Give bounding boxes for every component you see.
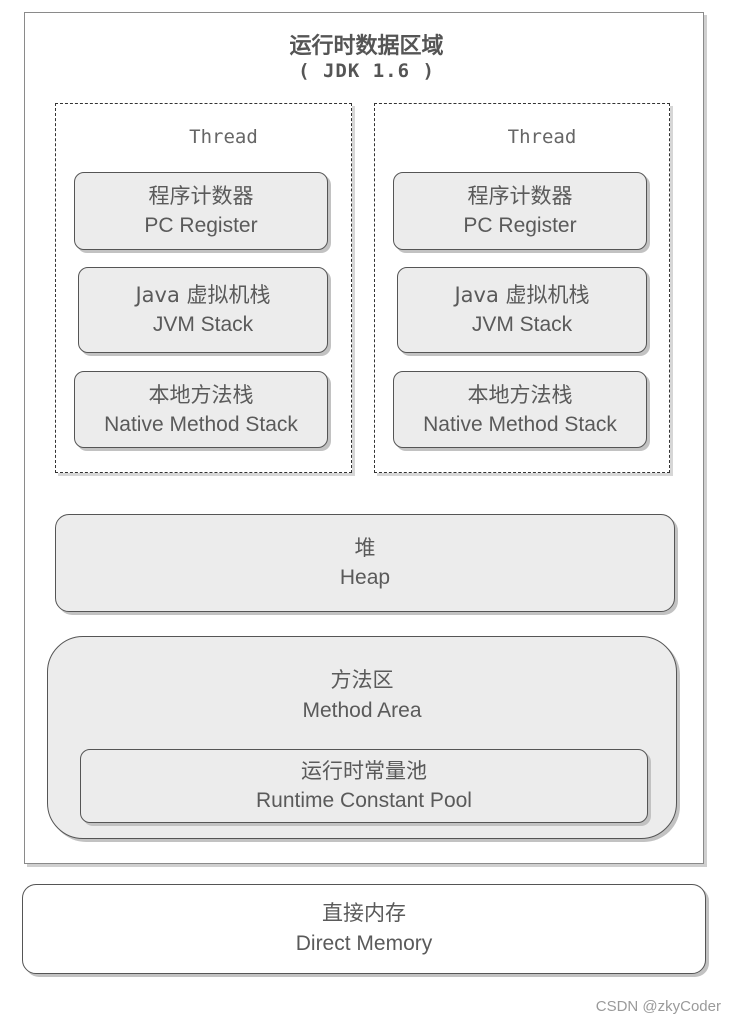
jvm-stack-zh-2: Java 虚拟机栈 — [454, 283, 590, 307]
diagram-subtitle: ( JDK 1.6 ) — [298, 60, 435, 82]
thread-label-1: Thread — [189, 126, 258, 148]
jvm-stack-box-1: Java 虚拟机栈 JVM Stack — [78, 267, 328, 353]
pc-register-zh-1: 程序计数器 — [148, 184, 254, 208]
jvm-stack-box-2: Java 虚拟机栈 JVM Stack — [397, 267, 647, 353]
heap-zh: 堆 — [354, 536, 376, 560]
method-area-zh: 方法区 — [330, 669, 394, 692]
pc-register-en-1: PC Register — [144, 214, 258, 237]
pc-register-box-2: 程序计数器 PC Register — [393, 172, 647, 250]
native-stack-box-2: 本地方法栈 Native Method Stack — [393, 371, 647, 448]
native-stack-zh-1: 本地方法栈 — [148, 382, 254, 407]
watermark: CSDN @zkyCoder — [595, 998, 721, 1015]
jvm-stack-en-2: JVM Stack — [471, 313, 573, 336]
jvm-stack-zh-1: Java 虚拟机栈 — [135, 283, 271, 307]
pc-register-zh-2: 程序计数器 — [467, 184, 573, 208]
heap-en: Heap — [339, 566, 391, 589]
native-stack-en-1: Native Method Stack — [104, 412, 298, 436]
diagram-title: 运行时数据区域 — [289, 34, 444, 59]
direct-memory-zh: 直接内存 — [322, 902, 406, 925]
native-stack-box-1: 本地方法栈 Native Method Stack — [74, 371, 328, 448]
native-stack-en-2: Native Method Stack — [423, 412, 617, 436]
pc-register-en-2: PC Register — [463, 214, 577, 237]
direct-memory-en: Direct Memory — [295, 932, 433, 955]
method-area-en: Method Area — [302, 699, 422, 722]
native-stack-zh-2: 本地方法栈 — [467, 382, 573, 407]
constant-pool-en: Runtime Constant Pool — [256, 789, 472, 812]
heap-box: 堆 Heap — [55, 514, 675, 612]
constant-pool-box: 运行时常量池 Runtime Constant Pool — [80, 749, 648, 823]
direct-memory-box: 直接内存 Direct Memory — [22, 884, 706, 974]
constant-pool-zh: 运行时常量池 — [301, 759, 427, 783]
thread-label-2: Thread — [507, 126, 577, 148]
pc-register-box-1: 程序计数器 PC Register — [74, 172, 328, 250]
jvm-stack-en-1: JVM Stack — [152, 313, 254, 336]
